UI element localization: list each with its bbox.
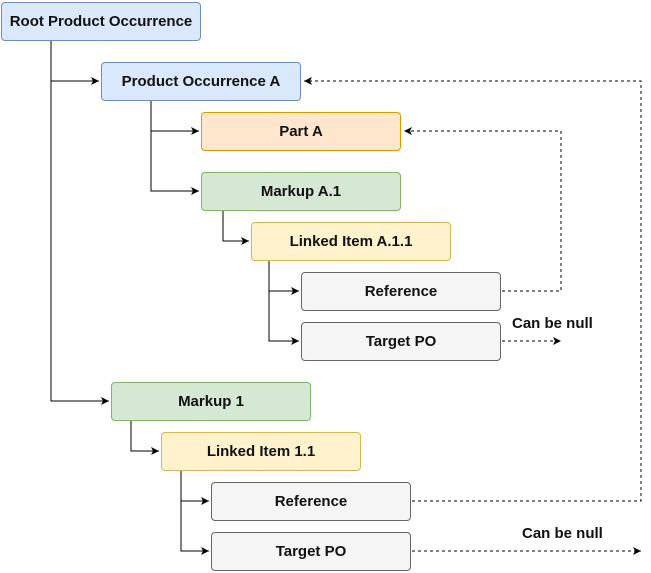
can-be-null-note-1: Can be null [522, 525, 603, 542]
edge-markup-a1-to-linked-item-a11 [222, 211, 249, 245]
part-a-node[interactable]: Part A [201, 112, 401, 151]
link-reference-1-to-product-occurrence-a [304, 77, 642, 502]
edge-root-to-markup-1 [50, 81, 109, 405]
linked-item-a11-node[interactable]: Linked Item A.1.1 [251, 222, 451, 261]
target-po-a-node[interactable]: Target PO [301, 322, 501, 361]
link-reference-a-to-part-a [404, 127, 562, 292]
edge-linked-a11-to-target-po [268, 291, 299, 345]
edge-root-to-product-occurrence-a [50, 41, 99, 85]
edge-linked-11-to-target-po [180, 501, 209, 555]
root-product-occurrence-node[interactable]: Root Product Occurrence [1, 2, 201, 41]
edge-linked-11-to-reference [180, 471, 209, 505]
edge-linked-a11-to-reference [268, 261, 299, 295]
can-be-null-note-a: Can be null [512, 315, 593, 332]
edge-poa-to-markup-a1 [150, 131, 199, 195]
edge-markup-1-to-linked-item-11 [130, 421, 159, 455]
linked-item-11-node[interactable]: Linked Item 1.1 [161, 432, 361, 471]
reference-1-node[interactable]: Reference [211, 482, 411, 521]
markup-1-node[interactable]: Markup 1 [111, 382, 311, 421]
markup-a1-node[interactable]: Markup A.1 [201, 172, 401, 211]
edge-poa-to-part-a [150, 101, 199, 135]
product-occurrence-a-node[interactable]: Product Occurrence A [101, 62, 301, 101]
target-po-1-node[interactable]: Target PO [211, 532, 411, 571]
reference-a-node[interactable]: Reference [301, 272, 501, 311]
